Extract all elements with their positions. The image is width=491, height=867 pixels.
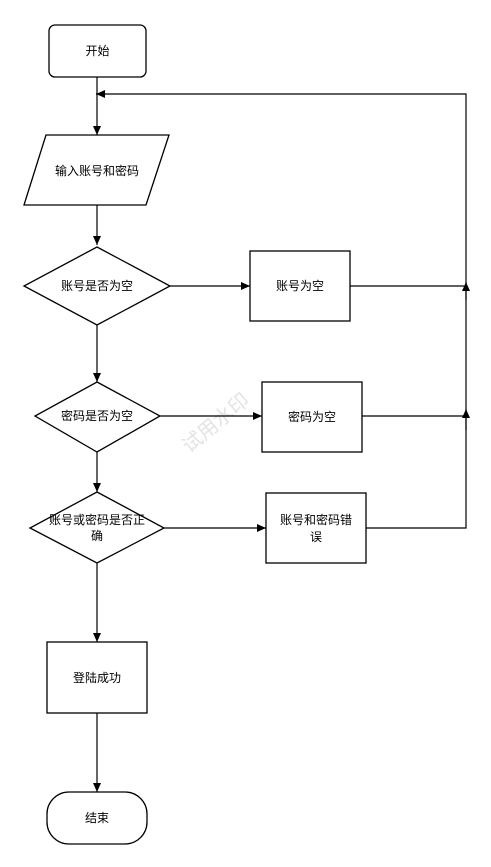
- node-account-check-label: 账号是否为空: [61, 279, 133, 293]
- node-end-label: 结束: [85, 811, 109, 825]
- node-correct-check-label-line1: 账号或密码是否正: [49, 512, 145, 527]
- connectors: [93, 77, 470, 792]
- node-password-check: 密码是否为空: [33, 381, 162, 453]
- node-wrong-label-line2: 误: [310, 530, 322, 544]
- node-login-success: 登陆成功: [46, 641, 148, 714]
- node-login-success-label: 登陆成功: [73, 670, 121, 685]
- node-wrong: 账号和密码错 误: [265, 492, 367, 564]
- node-end: 结束: [46, 791, 148, 845]
- edge-wrong-return: [366, 416, 467, 529]
- node-account-empty-label: 账号为空: [276, 279, 324, 293]
- node-start-label: 开始: [85, 44, 109, 58]
- edge-return-segment-2: [96, 90, 467, 286]
- node-correct-check: 账号或密码是否正 确: [28, 491, 166, 564]
- node-input: 输入账号和密码: [23, 134, 170, 206]
- node-password-check-label: 密码是否为空: [61, 408, 133, 423]
- node-account-check: 账号是否为空: [22, 246, 172, 326]
- node-start: 开始: [48, 24, 147, 78]
- node-password-empty: 密码为空: [261, 381, 363, 453]
- node-wrong-label-line1: 账号和密码错: [280, 512, 352, 527]
- watermark: 试用水印: [177, 388, 254, 458]
- node-password-empty-label: 密码为空: [288, 409, 336, 424]
- node-correct-check-label-line2: 确: [91, 529, 103, 543]
- node-input-label: 输入账号和密码: [55, 163, 139, 178]
- node-account-empty: 账号为空: [249, 250, 351, 322]
